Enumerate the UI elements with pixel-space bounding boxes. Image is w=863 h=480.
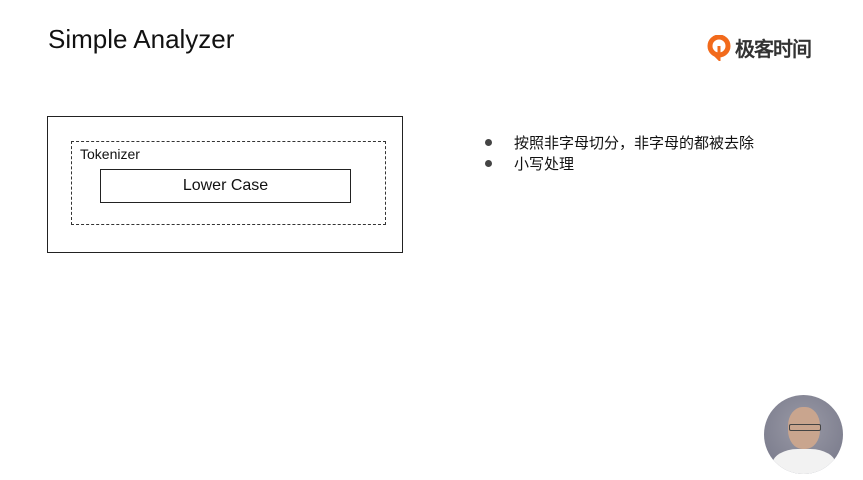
bullet-dot-icon [485, 139, 492, 146]
bullet-list: 按照非字母切分，非字母的都被去除 小写处理 [484, 132, 754, 174]
tokenizer-box [71, 141, 386, 225]
logo-mark-icon [707, 34, 731, 61]
bullet-text: 小写处理 [514, 155, 575, 173]
presenter-video [764, 395, 843, 474]
presenter-shirt [772, 449, 836, 474]
presenter-head [788, 407, 820, 449]
lowercase-filter-label: Lower Case [182, 177, 269, 194]
bullet-item: 按照非字母切分，非字母的都被去除 [484, 132, 754, 153]
tokenizer-label: Tokenizer [80, 146, 140, 162]
presenter-glasses [789, 424, 821, 431]
geekbang-logo: 极客时间 [707, 33, 812, 62]
slide-title: Simple Analyzer [48, 24, 235, 54]
analyzer-box [47, 116, 403, 253]
logo-text: 极客时间 [735, 37, 812, 61]
lowercase-filter-box: Lower Case [100, 169, 351, 203]
bullet-item: 小写处理 [484, 153, 754, 174]
bullet-dot-icon [485, 160, 492, 167]
bullet-text: 按照非字母切分，非字母的都被去除 [514, 134, 755, 152]
